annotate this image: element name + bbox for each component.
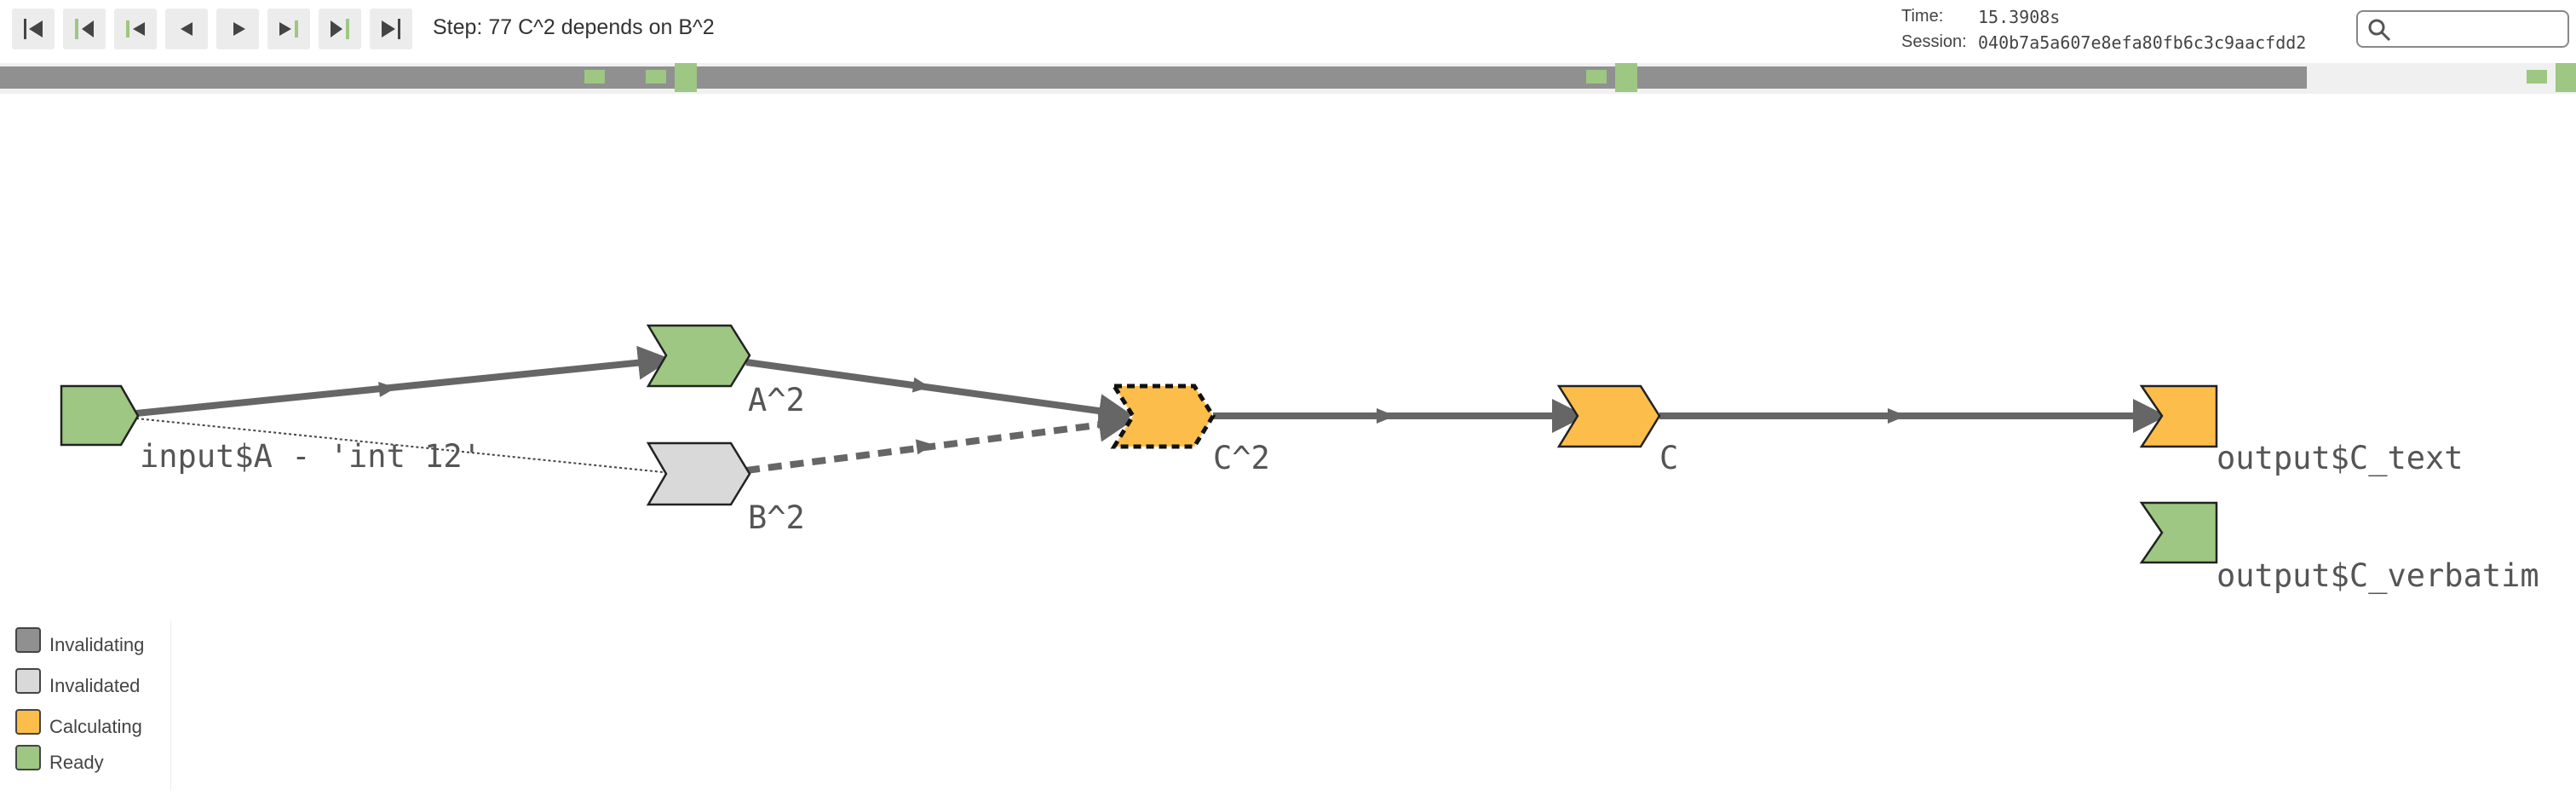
edge-b2-to-c2 bbox=[745, 407, 1133, 474]
timeline-marker[interactable] bbox=[1615, 63, 1637, 92]
node-label-a2: A^2 bbox=[748, 382, 805, 418]
previous-user-icon bbox=[75, 19, 94, 39]
legend-label: Calculating bbox=[49, 716, 142, 737]
node-label-input-a: input$A - 'int 12' bbox=[140, 438, 481, 475]
previous-user-step-button[interactable] bbox=[63, 9, 106, 49]
edge-a2-to-c2 bbox=[745, 359, 1133, 428]
skip-to-end-icon bbox=[382, 19, 400, 39]
edge-midpoint-arrow bbox=[1888, 408, 1906, 424]
timeline-marker[interactable] bbox=[646, 70, 666, 84]
timeline-marker[interactable] bbox=[1586, 70, 1607, 84]
legend-swatch-invalidating bbox=[15, 627, 41, 653]
node-c[interactable] bbox=[1556, 384, 1661, 448]
node-label-c2: C^2 bbox=[1213, 440, 1270, 476]
time-label: Time: bbox=[1901, 7, 1944, 26]
node-input-a[interactable] bbox=[60, 384, 140, 447]
legend-label: Invalidated bbox=[49, 675, 141, 696]
next-output-icon bbox=[279, 20, 298, 37]
legend-swatch-calculating bbox=[15, 709, 41, 735]
node-label-c: C bbox=[1659, 440, 1678, 476]
legend-swatch-ready bbox=[15, 745, 41, 770]
next-user-icon bbox=[331, 19, 349, 39]
session-label: Session: bbox=[1901, 32, 1967, 51]
step-description: Step: 77 C^2 depends on B^2 bbox=[433, 15, 715, 39]
step-back-icon bbox=[181, 22, 193, 36]
search-icon bbox=[2368, 19, 2391, 42]
timeline-marker[interactable] bbox=[675, 63, 697, 92]
node-b2[interactable] bbox=[646, 441, 751, 506]
timeline-marker[interactable] bbox=[2556, 63, 2576, 92]
legend-label: Invalidating bbox=[49, 634, 145, 655]
previous-output-icon bbox=[126, 20, 145, 37]
edge-input-to-a2 bbox=[135, 345, 672, 417]
time-value: 15.3908s bbox=[1978, 7, 2061, 27]
node-label-b2: B^2 bbox=[748, 499, 805, 536]
edge-midpoint-arrow bbox=[915, 439, 934, 455]
node-output-c-verbatim[interactable] bbox=[2139, 501, 2218, 564]
edge-midpoint-arrow bbox=[911, 377, 930, 393]
node-a2[interactable] bbox=[646, 324, 751, 388]
last-step-button[interactable] bbox=[370, 9, 412, 49]
first-step-button[interactable] bbox=[12, 9, 55, 49]
toolbar: Step: 77 C^2 depends on B^2 Time: 15.390… bbox=[0, 0, 2576, 60]
search-input[interactable] bbox=[2356, 10, 2569, 48]
next-output-step-button[interactable] bbox=[267, 9, 310, 49]
node-output-c-text[interactable] bbox=[2139, 384, 2218, 448]
session-value: 040b7a5a607e8efa80fb6c3c9aacfdd2 bbox=[1978, 32, 2307, 53]
timeline[interactable] bbox=[0, 63, 2576, 94]
node-label-output-c-verbatim: output$C_verbatim bbox=[2217, 557, 2539, 595]
timeline-progress[interactable] bbox=[0, 66, 2307, 89]
edge-midpoint-arrow bbox=[378, 382, 396, 397]
previous-step-button[interactable] bbox=[165, 9, 208, 49]
legend-label: Ready bbox=[49, 752, 104, 773]
previous-output-step-button[interactable] bbox=[114, 9, 157, 49]
edge-midpoint-arrow bbox=[1377, 408, 1395, 424]
timeline-marker[interactable] bbox=[584, 70, 605, 84]
node-label-output-c-text: output$C_text bbox=[2217, 440, 2464, 477]
timeline-marker[interactable] bbox=[2527, 70, 2547, 84]
next-step-button[interactable] bbox=[216, 9, 259, 49]
skip-to-start-icon bbox=[24, 19, 43, 39]
dependency-graph: input$A - 'int 12' A^2 B^2 C^2 C output$… bbox=[60, 324, 2539, 595]
step-forward-icon bbox=[233, 22, 245, 36]
legend: Invalidating Invalidated Calculating Rea… bbox=[15, 620, 171, 791]
node-c2[interactable] bbox=[1110, 384, 1216, 449]
legend-swatch-invalidated bbox=[15, 668, 41, 694]
next-user-step-button[interactable] bbox=[319, 9, 361, 49]
